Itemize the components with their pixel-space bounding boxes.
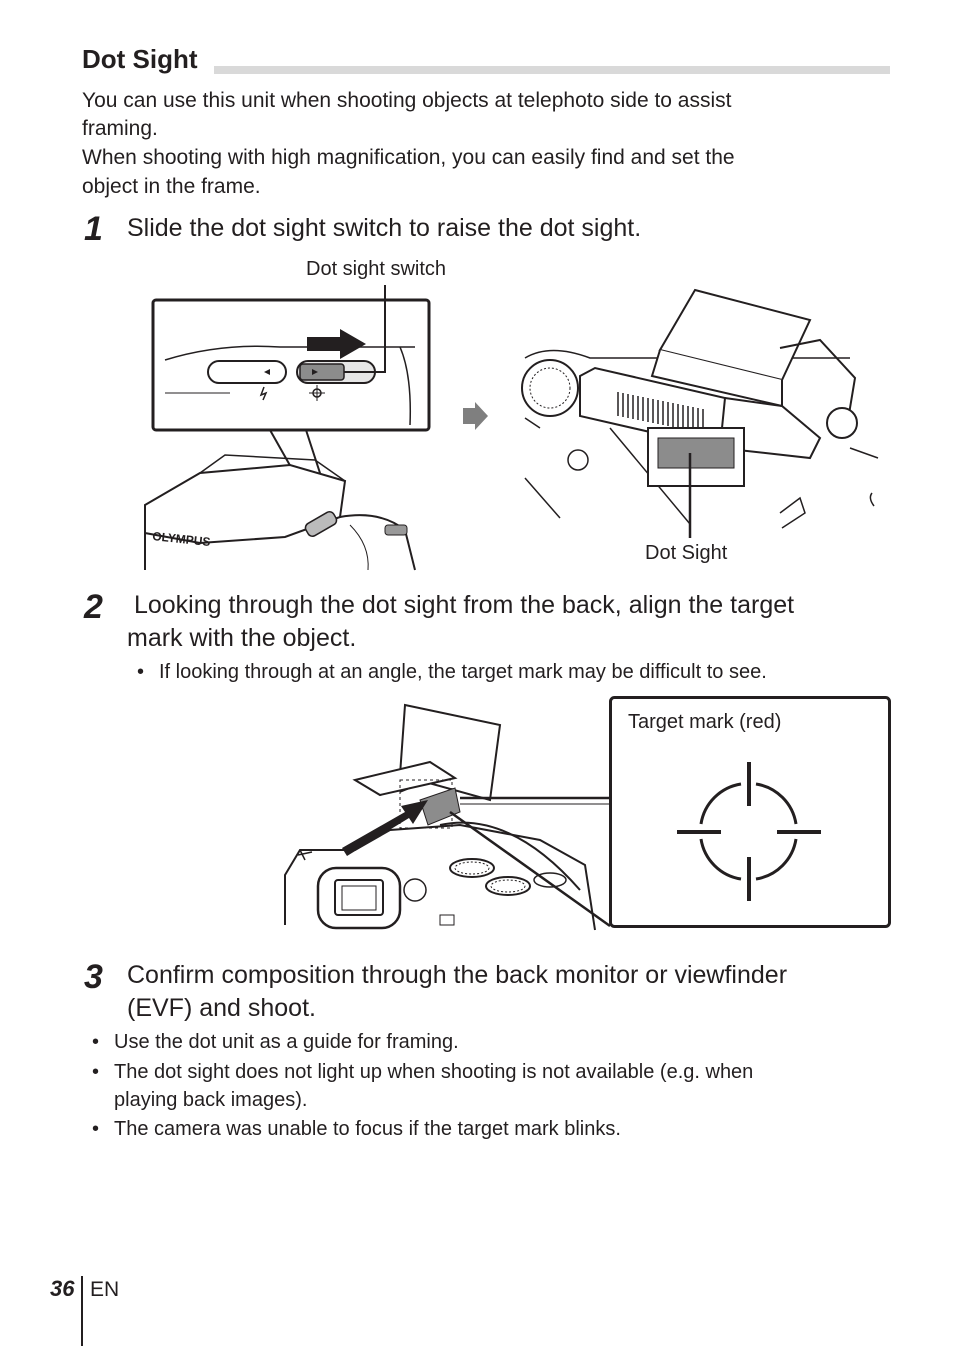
note-2: • The dot sight does not light up when s… [92,1058,754,1087]
step-2-text-line-1: Looking through the dot sight from the b… [127,591,795,619]
target-mark-icon [677,762,821,901]
dot-sight-switch-label: Dot sight switch [306,258,447,280]
bullet-dot: • [137,661,145,683]
note-1-text: Use the dot unit as a guide for framing. [114,1031,459,1053]
note-2-continued: playing back images). [114,1089,308,1111]
brand-logo: OLYMPUS [152,529,211,549]
back-view-illustration [284,703,611,931]
target-mark-box [609,696,891,928]
intro-line-2: framing. [82,117,158,140]
step-3-text-line-2: (EVF) and shoot. [127,994,316,1022]
step-2-text-line-2: mark with the object. [127,624,357,652]
camera-switch-illustration: OLYMPUS [144,285,431,571]
step-1-number: 1 [84,210,103,248]
step-3-number: 3 [84,958,103,996]
note-1: • Use the dot unit as a guide for framin… [92,1028,459,1057]
transition-arrow-icon [463,402,488,430]
intro-line-4: object in the frame. [82,175,261,198]
bullet-dot: • [92,1061,100,1083]
footer-divider [81,1276,83,1346]
target-mark-label: Target mark (red) [628,711,782,733]
page-number: 36 [50,1276,75,1301]
title-underline-gap [82,66,214,74]
step-1-text: Slide the dot sight switch to raise the … [127,214,642,242]
raised-dot-sight-illustration [521,288,879,538]
intro-line-3: When shooting with high magnification, y… [82,146,735,169]
section-title: Dot Sight [82,44,198,74]
dot-sight-label: Dot Sight [645,542,728,564]
step-2-bullet-text: If looking through at an angle, the targ… [159,661,767,683]
note-3: • The camera was unable to focus if the … [92,1115,621,1144]
language-code: EN [90,1278,120,1301]
step-3-text-line-1: Confirm composition through the back mon… [127,961,788,989]
note-2-text: The dot sight does not light up when sho… [114,1061,754,1083]
note-3-text: The camera was unable to focus if the ta… [114,1118,621,1140]
intro-line-1: You can use this unit when shooting obje… [82,89,732,112]
step-2-bullet: • If looking through at an angle, the ta… [137,658,767,687]
bullet-dot: • [92,1118,100,1140]
title-underline-bar [82,66,890,74]
bullet-dot: • [92,1031,100,1053]
step-2-number: 2 [84,588,103,626]
